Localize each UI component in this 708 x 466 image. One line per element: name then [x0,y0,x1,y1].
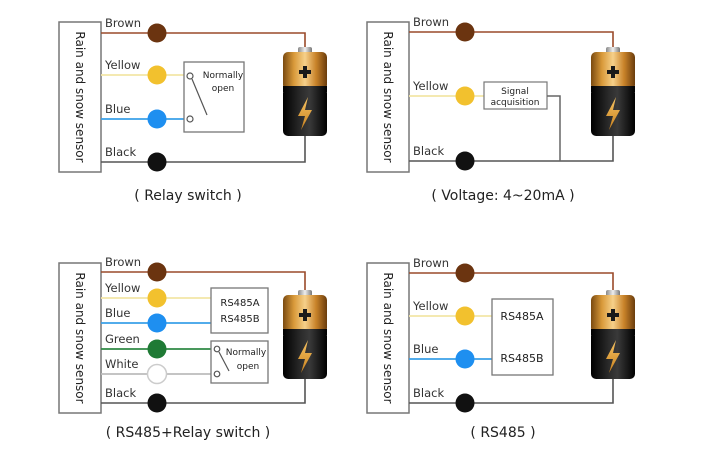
wire-label-yellow: Yellow [412,299,448,313]
plus-icon [607,66,619,78]
rs485-box [210,287,269,334]
signal-label-line1: Signal [501,87,529,97]
wire-label-brown: Brown [413,15,449,29]
terminal-dot-yellow [147,288,167,308]
diagram-caption: ( RS485 ) [470,425,535,441]
wire-label-blue: Blue [105,306,130,320]
wire-label-white: White [105,357,138,371]
terminal-dot-brown [455,263,475,283]
rs485-b-label: RS485B [500,352,543,365]
wire-brown [409,272,614,290]
relay-switch-arm [191,78,208,116]
terminal-dot-yellow [147,65,167,85]
wire-label-blue: Blue [105,102,130,116]
sensor-box [366,262,410,414]
wire-label-brown: Brown [105,16,141,30]
sensor-box [366,21,410,173]
battery-band [591,329,635,335]
rs485-b-label: RS485B [220,314,259,325]
wire-label-brown: Brown [413,256,449,270]
battery-icon [283,290,327,379]
wire-label-black: Black [105,386,136,400]
wire-black [409,379,614,404]
diagram-rs485-relay: Rain and snow sensor BrownYellowBlueGreen… [58,255,327,441]
terminal-dot-white [146,363,168,385]
battery-icon [283,47,327,136]
wire-label-black: Black [105,145,136,159]
plus-icon [299,66,311,78]
signal-return-wire [547,95,561,161]
relay-label-line2: open [212,84,234,94]
relay-contact [186,72,194,80]
relay-contact [213,345,221,353]
wire-label-black: Black [413,386,444,400]
wire-brown [409,31,614,47]
diagram-caption: ( Voltage: 4~20mA ) [431,188,574,204]
terminal-dot-black [147,152,167,172]
sensor-label: Rain and snow sensor [73,272,87,403]
wire-black [409,136,614,162]
sensor-label: Rain and snow sensor [381,31,395,162]
plus-icon [299,309,311,321]
wire-black [101,379,306,404]
lightning-icon [298,97,312,130]
terminal-dot-yellow [455,86,475,106]
wire-label-brown: Brown [105,255,141,269]
relay-switch-arm [218,351,230,372]
lightning-icon [606,97,620,130]
relay-label-line1: Normally [203,71,244,81]
sensor-label: Rain and snow sensor [381,272,395,403]
terminal-dot-brown [147,23,167,43]
wire-brown [101,271,306,290]
terminal-dot-black [455,393,475,413]
terminal-dot-blue [147,313,167,333]
wire-label-blue: Blue [413,342,438,356]
rs485-box [491,298,554,376]
sensor-box [58,21,102,173]
sensor-label: Rain and snow sensor [73,31,87,162]
signal-acquisition-box [483,81,548,110]
terminal-dot-brown [455,22,475,42]
battery-icon [591,290,635,379]
diagram-relay: Rain and snow sensor BrownYellowBlueBlack… [58,16,327,204]
terminal-dot-yellow [455,306,475,326]
terminal-dot-blue [147,109,167,129]
terminal-dot-green [147,339,167,359]
relay-box [183,61,245,133]
wire-label-green: Green [105,332,140,346]
relay-contact [186,115,194,123]
wire-label-yellow: Yellow [104,281,140,295]
wire-label-black: Black [413,144,444,158]
diagram-rs485: Rain and snow sensor BrownYellowBlueBlack… [366,256,635,441]
plus-icon [607,309,619,321]
battery-icon [591,47,635,136]
relay-label-line2: open [237,362,259,372]
sensor-box [58,262,102,414]
signal-label-line2: acquisition [491,98,540,108]
terminal-dot-black [455,151,475,171]
wire-black [101,136,306,163]
terminal-dot-black [147,393,167,413]
terminal-dot-brown [147,262,167,282]
battery-band [283,329,327,335]
battery-band [591,86,635,92]
wire-label-yellow: Yellow [104,58,140,72]
battery-band [283,86,327,92]
lightning-icon [606,340,620,373]
lightning-icon [298,340,312,373]
diagram-caption: ( Relay switch ) [134,188,241,204]
rs485-a-label: RS485A [220,298,259,309]
diagram-caption: ( RS485+Relay switch ) [106,425,271,441]
rs485-a-label: RS485A [500,310,544,323]
terminal-dot-blue [455,349,475,369]
wire-label-yellow: Yellow [412,79,448,93]
wire-brown [101,32,306,47]
relay-label-line1: Normally [226,348,267,358]
relay-contact [213,370,221,378]
relay-box [210,340,269,384]
